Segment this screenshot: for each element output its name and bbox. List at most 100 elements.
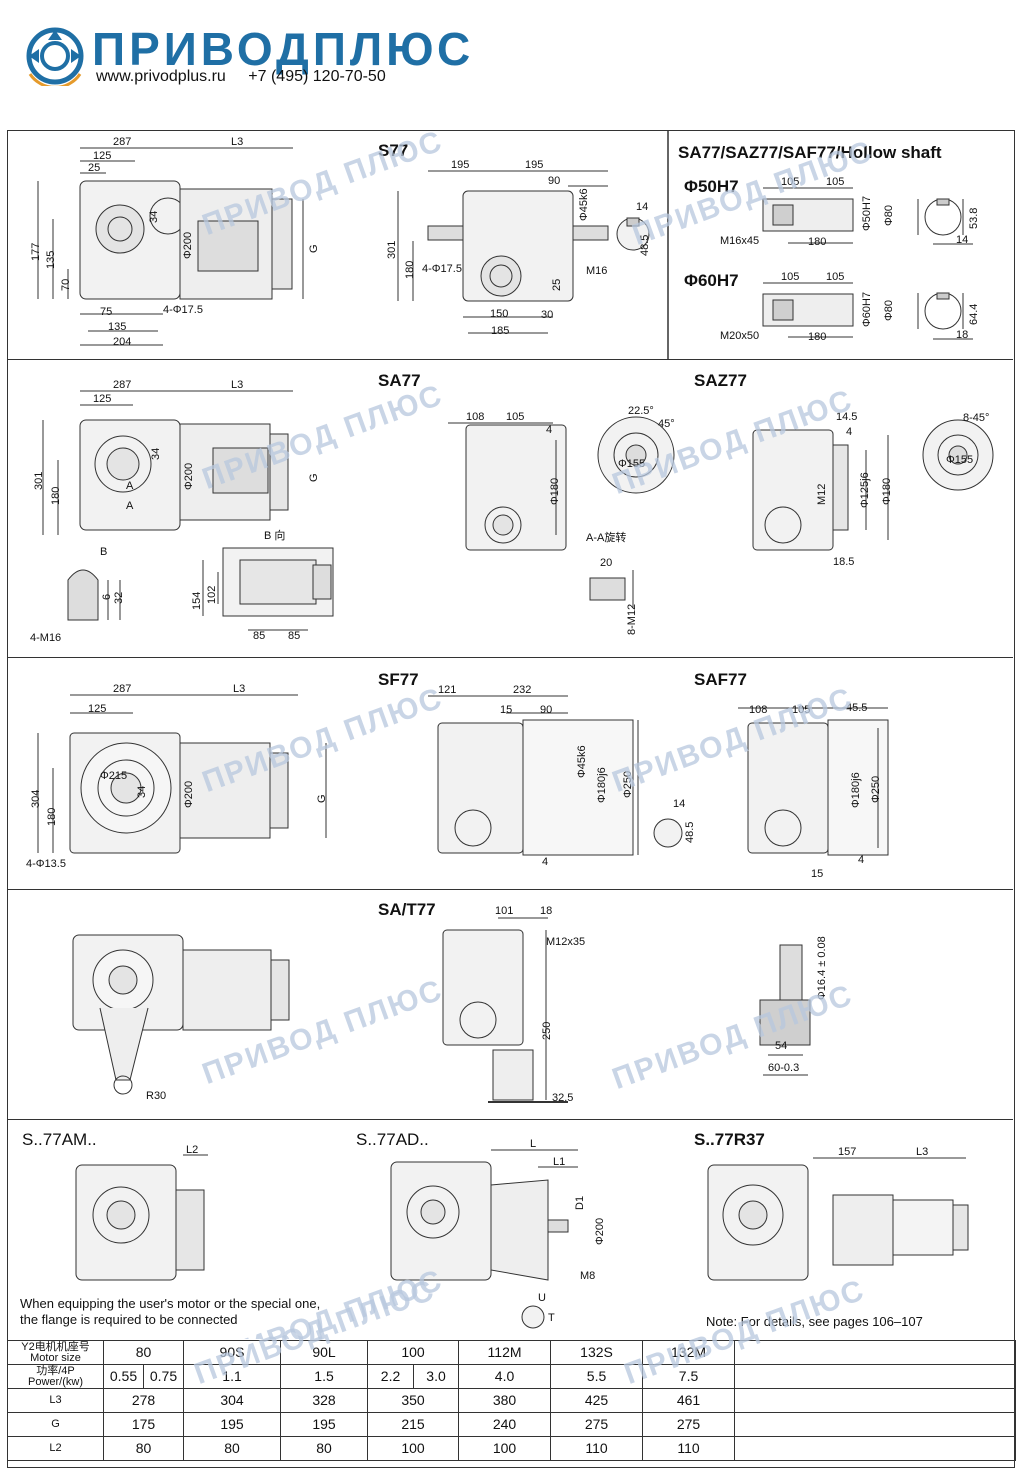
table-cell: 3.0 <box>413 1364 460 1389</box>
website-link[interactable]: www.privodplus.ru <box>96 68 226 85</box>
dim-label: 108 <box>749 704 768 716</box>
row-header: L3 <box>7 1388 104 1413</box>
dim-label: 20 <box>600 557 613 569</box>
row-header: L2 <box>7 1436 104 1461</box>
sf77-drawing <box>37 694 889 856</box>
dim-label: 4 <box>858 854 865 866</box>
table-cell-empty <box>734 1388 1017 1413</box>
dim-label: 30 <box>541 309 554 321</box>
dim-label: B 向 <box>264 530 286 542</box>
dim-label: Φ155 <box>946 454 974 466</box>
dim-label: 180 <box>404 260 416 279</box>
dim-label: Φ200 <box>183 462 195 490</box>
table-cell: 110 <box>550 1436 644 1461</box>
table-cell: 4.0 <box>458 1364 552 1389</box>
sf77-title: SF77 <box>378 670 419 689</box>
table-cell: 275 <box>642 1412 736 1437</box>
row-header: 功率/4P Power/(kw) <box>7 1364 104 1389</box>
am-title: S..77AM.. <box>22 1130 97 1149</box>
flange-note: When equipping the user's motor or the s… <box>20 1296 321 1327</box>
dim-label: Φ45k6 <box>578 188 590 221</box>
table-cell: 90L <box>280 1340 369 1365</box>
dim-label: A <box>126 480 134 492</box>
dim-label: 25 <box>551 278 563 291</box>
dim-label: 48.5 <box>639 234 651 256</box>
dim-label: 154 <box>191 591 203 610</box>
dim-label: 18 <box>956 329 969 341</box>
table-cell: 195 <box>183 1412 282 1437</box>
dim-label: Φ125j6 <box>859 472 871 508</box>
dim-label: Φ80 <box>883 299 895 321</box>
dim-label: 14 <box>956 234 969 246</box>
panel-sa77: SA77 SAZ77 287 125 L3 301 180 34 Φ200 G … <box>8 360 1013 658</box>
table-cell: 275 <box>550 1412 644 1437</box>
dim-label: Φ250 <box>622 770 634 798</box>
ad-title: S..77AD.. <box>356 1130 429 1149</box>
dim-label: 8-45° <box>963 412 990 424</box>
dim-label: M16x45 <box>720 235 760 247</box>
dim-label: L3 <box>231 379 244 391</box>
s77-drawing <box>37 131 973 359</box>
dim-label: L3 <box>231 136 244 148</box>
dim-label: 32 <box>113 591 125 604</box>
sat77-title: SA/T77 <box>378 900 436 919</box>
dim-label: Φ215 <box>100 770 128 782</box>
table-cell: 100 <box>367 1340 460 1365</box>
row-header: G <box>7 1412 104 1437</box>
dim-label: 105 <box>506 411 525 423</box>
dim-label: Φ180 <box>881 477 893 505</box>
dim-label: M8 <box>580 1270 596 1282</box>
dim-label: 135 <box>108 321 127 333</box>
dim-label: T <box>548 1312 555 1324</box>
table-cell: 0.75 <box>142 1364 185 1389</box>
drawing-frame: S77 SA77/SAZ77/SAF77/Hollow shaft Φ50H7 … <box>7 130 1015 1468</box>
dim-label: Φ16.4 ± 0.08 <box>816 936 828 1000</box>
table-cell: 132S <box>550 1340 644 1365</box>
dim-label: 15 <box>500 704 513 716</box>
sa77-drawing <box>42 390 994 631</box>
dim-label: 18 <box>540 905 553 917</box>
table-cell-empty <box>734 1340 1017 1365</box>
dim-label: 85 <box>253 630 266 642</box>
dim-label: L2 <box>186 1144 199 1156</box>
hollow-50-title: Φ50H7 <box>684 177 739 196</box>
dim-label: Φ50H7 <box>861 195 873 231</box>
dim-label: 125 <box>93 150 112 162</box>
dim-label: 15 <box>811 868 824 880</box>
dim-label: Φ45k6 <box>576 745 588 778</box>
table-cell: 1.1 <box>183 1364 282 1389</box>
dim-label: 150 <box>490 308 509 320</box>
dim-label: 14.5 <box>836 411 858 423</box>
dim-label: 157 <box>838 1146 857 1158</box>
dim-label: 4 <box>542 856 549 868</box>
dim-label: G <box>308 244 320 253</box>
dim-label: 34 <box>148 210 160 223</box>
dim-label: 6 <box>101 593 113 600</box>
dim-label: 195 <box>451 159 470 171</box>
panel-adapters: S..77AM.. S..77AD.. S..77R37 L2 L L1 D1 … <box>8 1120 1013 1339</box>
dim-label: Φ200 <box>183 780 195 808</box>
dim-label: 102 <box>206 585 218 604</box>
dim-label: 45.5 <box>846 702 868 714</box>
table-cell: 80 <box>183 1436 282 1461</box>
table-cell: 1.5 <box>280 1364 369 1389</box>
dim-label: 287 <box>113 136 132 148</box>
dim-label: 180 <box>808 236 827 248</box>
dim-label: 287 <box>113 379 132 391</box>
dim-label: Φ80 <box>883 204 895 226</box>
dim-label: 301 <box>386 240 398 259</box>
dim-label: 64.4 <box>968 303 980 325</box>
dim-label: 85 <box>288 630 301 642</box>
gear-logo-icon <box>26 27 84 86</box>
table-cell: 2.2 <box>367 1364 415 1389</box>
dim-label: R30 <box>146 1090 167 1102</box>
dim-label: L1 <box>553 1156 566 1168</box>
table-cell: 380 <box>458 1388 552 1413</box>
table-cell: 80 <box>102 1436 185 1461</box>
dim-label: 105 <box>826 176 845 188</box>
dim-label: 4-Φ17.5 <box>422 263 462 275</box>
table-cell: 240 <box>458 1412 552 1437</box>
dim-label: Φ200 <box>182 231 194 259</box>
dim-label: Φ180j6 <box>596 767 608 803</box>
table-cell: 425 <box>550 1388 644 1413</box>
